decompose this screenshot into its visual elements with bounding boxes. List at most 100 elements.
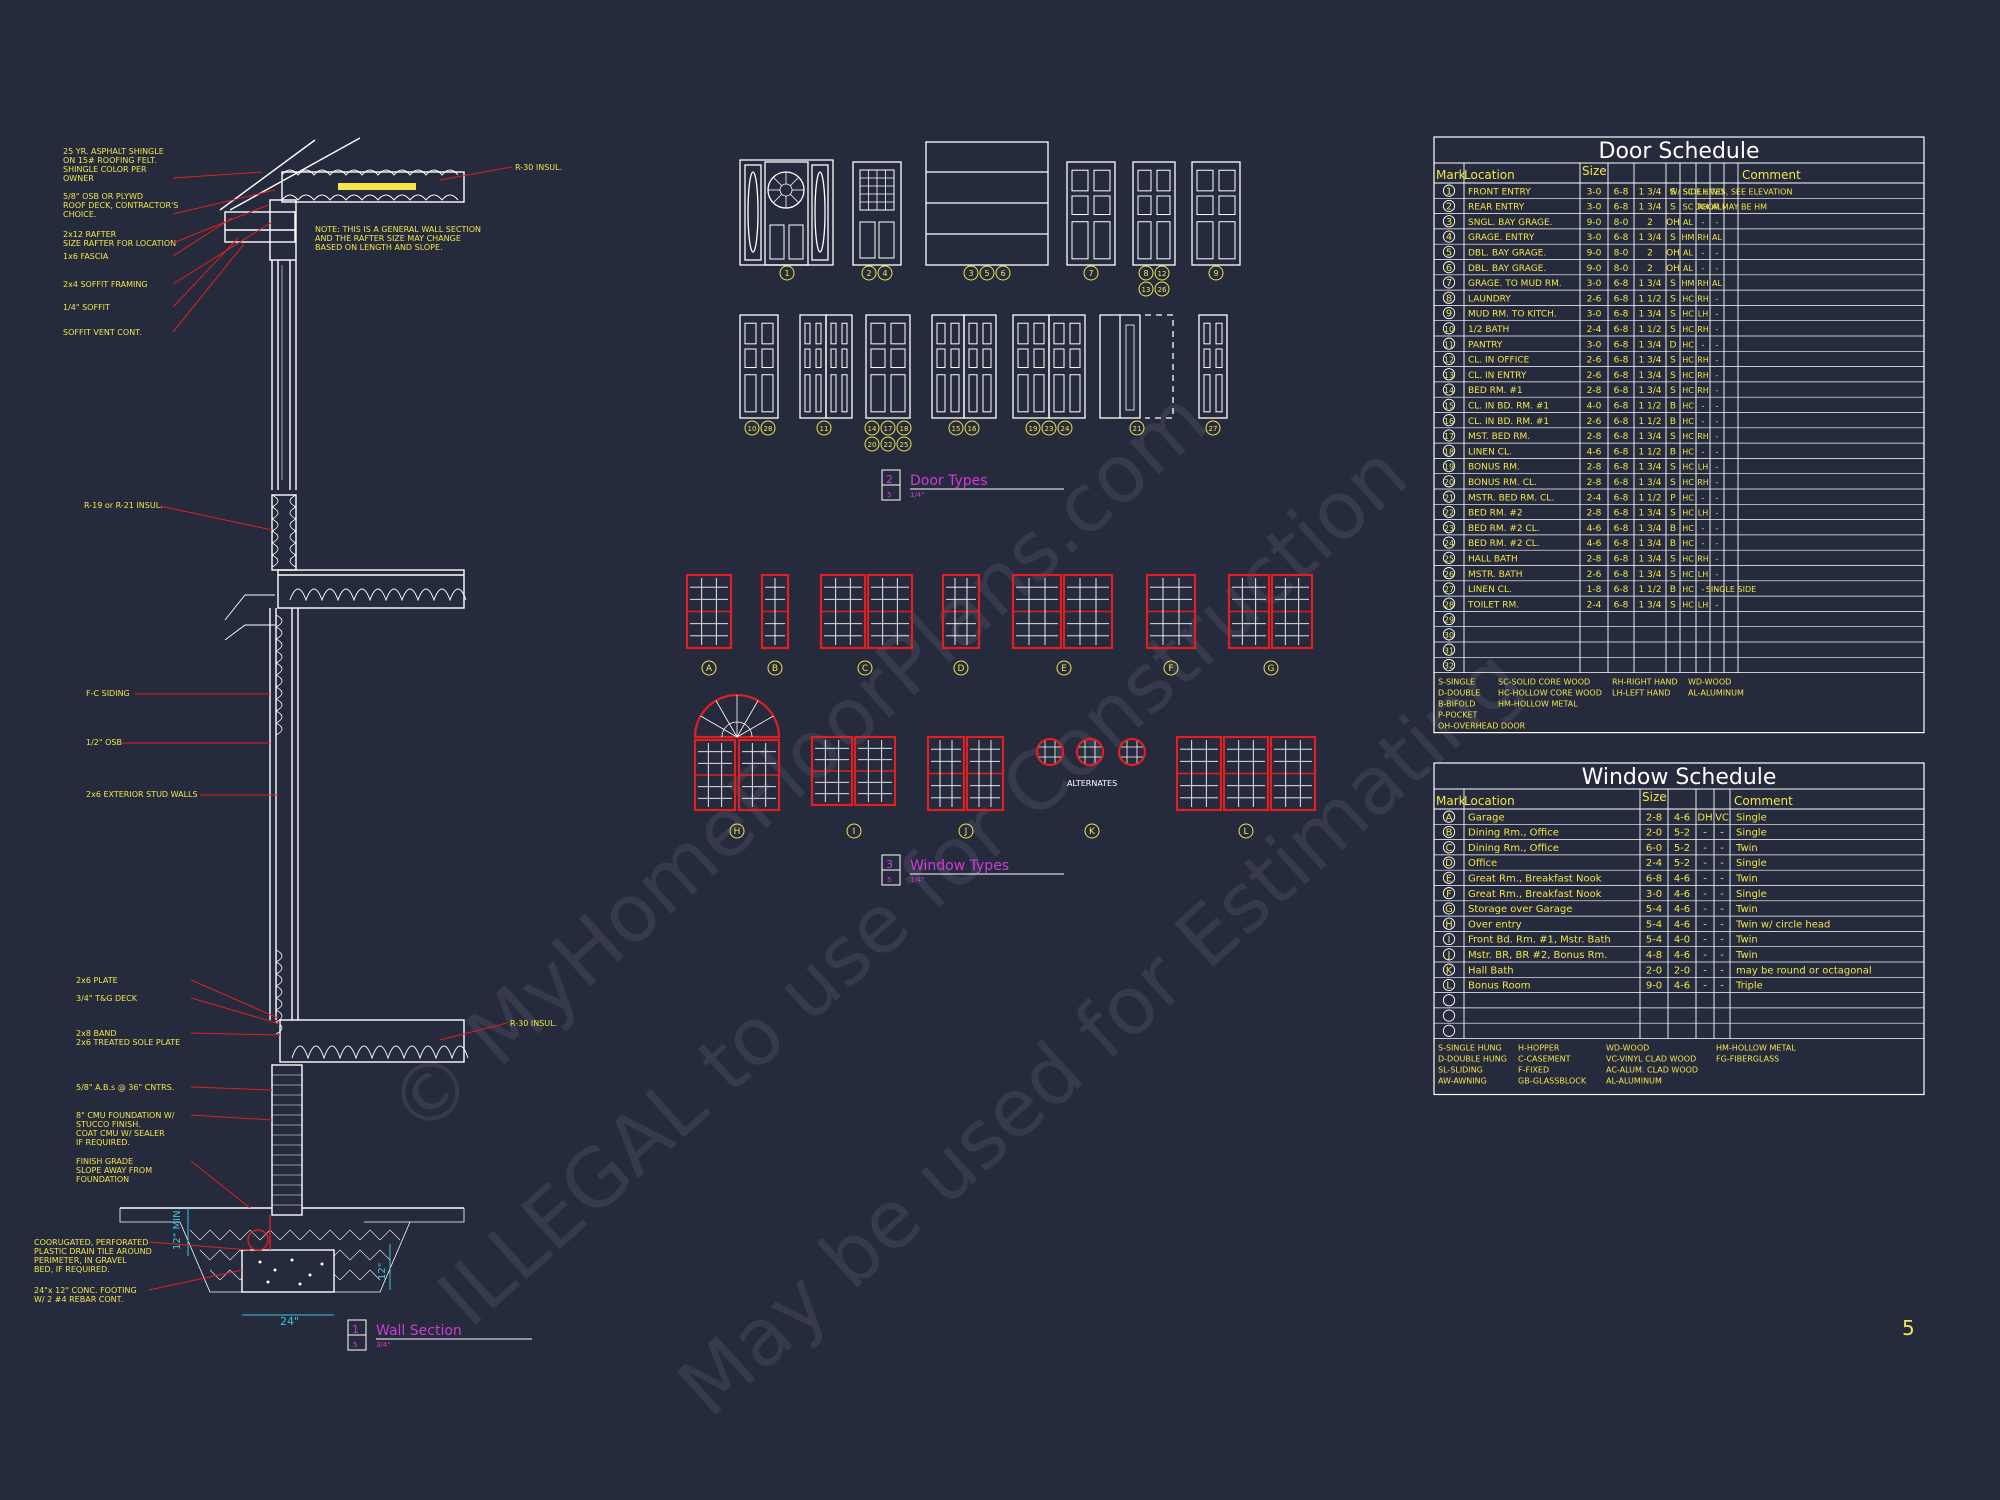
cell: S — [1670, 203, 1676, 213]
cell: 6-8 — [1646, 874, 1662, 885]
cell: Single — [1736, 858, 1767, 869]
window-label-row1-2: C — [857, 660, 873, 676]
window-type-K — [1035, 737, 1147, 767]
cell-mark: 6 — [1446, 263, 1452, 274]
label-circle — [1154, 281, 1170, 297]
door-label-row1-3: 7 — [1083, 265, 1099, 281]
cell: may be round or octagonal — [1736, 965, 1872, 976]
mark-circle — [1442, 490, 1456, 503]
callout-top-4: 2x4 SOFFIT FRAMING — [63, 280, 148, 289]
mark-circle — [1442, 184, 1456, 197]
cell: 6-8 — [1614, 493, 1629, 503]
cell: - — [1703, 935, 1707, 946]
wall-section-scale: 3/4" — [376, 1341, 391, 1349]
mark-circle — [1442, 276, 1456, 289]
schedule-title: Door Schedule — [1599, 139, 1760, 164]
door-types-scale: 1/4" — [910, 491, 925, 499]
door-mark: 27 — [1209, 425, 1218, 433]
cell-mark: 10 — [1444, 325, 1454, 334]
cell-mark: 26 — [1444, 570, 1454, 579]
window-types-sheet: 5 — [887, 876, 891, 884]
window-mark: E — [1061, 664, 1067, 674]
label-circle — [896, 420, 912, 436]
window-mark: B — [772, 664, 778, 674]
cell: CL. IN BD. RM. #1 — [1468, 402, 1549, 412]
mark-circle — [1442, 383, 1456, 396]
leader-line — [172, 237, 239, 308]
cell: - — [1716, 524, 1719, 533]
cell: - — [1716, 478, 1719, 487]
watermark: © MyHomeFloorPlans.com ILLEGAL to use fo… — [370, 372, 1538, 1434]
cell: 1 1/2 — [1638, 417, 1661, 427]
cell: S — [1670, 325, 1676, 335]
callout-top-5: 1/4" SOFFIT — [63, 303, 110, 312]
cell: MST. BED RM. — [1468, 432, 1530, 442]
callout-top-6: SOFFIT VENT CONT. — [63, 328, 142, 337]
cell-mark: 3 — [1446, 217, 1452, 228]
cell: LH — [1698, 310, 1708, 319]
cell: MSTR. BATH — [1468, 570, 1523, 580]
door-mark: 28 — [764, 425, 773, 433]
cell: - — [1703, 828, 1707, 839]
cell: 8-0 — [1614, 249, 1629, 259]
cell: 2-4 — [1587, 325, 1602, 335]
cell: 9-0 — [1587, 218, 1602, 228]
door-mark: 25 — [900, 441, 909, 449]
cell: 2 — [1647, 264, 1653, 274]
cell: RH — [1697, 294, 1709, 303]
cell: - — [1716, 402, 1719, 411]
cell: 4-6 — [1674, 889, 1690, 900]
label-circle — [857, 660, 873, 676]
cell: 5-4 — [1646, 935, 1662, 946]
cell: B — [1670, 585, 1676, 595]
wall-section-title-block: 1 5 Wall Section 3/4" — [347, 1319, 532, 1351]
cell: GRAGE. ENTRY — [1468, 233, 1535, 243]
legend-item: RH-RIGHT HAND — [1612, 678, 1678, 687]
label-circle — [1056, 660, 1072, 676]
callout-top-3: 1x6 FASCIA — [63, 252, 109, 261]
cell: - — [1716, 585, 1719, 594]
callout-osb: 1/2" OSB — [86, 738, 122, 747]
window-label-row2-2: J — [958, 823, 974, 839]
schedule-title: Window Schedule — [1582, 765, 1777, 790]
cell-mark: 16 — [1444, 417, 1454, 426]
callout-top-5-line: 1/4" SOFFIT — [63, 303, 110, 312]
window-type-J — [926, 735, 1005, 812]
cell: 1/2 BATH — [1468, 325, 1509, 335]
mark-circle — [1442, 582, 1456, 595]
door-types-title-block: 2 5 Door Types 1/4" — [881, 469, 1064, 501]
cell: 6-8 — [1614, 356, 1629, 366]
cell: S — [1670, 187, 1676, 197]
cell: GRAGE. TO MUD RM. — [1468, 279, 1562, 289]
table-row — [1434, 994, 1924, 1009]
cell: HM — [1682, 279, 1695, 288]
mark-circle — [1442, 810, 1456, 823]
callout-top-0-line: OWNER — [63, 174, 94, 183]
window-type-B-sash-0 — [760, 573, 790, 650]
callout-bottom-6-line: PLASTIC DRAIN TILE AROUND — [34, 1247, 152, 1256]
callout-siding: F-C SIDING — [86, 689, 130, 698]
callout-bottom-4-line: STUCCO FINISH. — [76, 1120, 141, 1129]
door-type-19-right — [1048, 314, 1086, 419]
cell: HC — [1682, 555, 1694, 564]
window-mark: K — [1089, 827, 1096, 837]
door-label-row1-0: 1 — [779, 265, 795, 281]
window-type-G — [1227, 573, 1314, 650]
mark-circle — [1442, 199, 1456, 213]
callout-top-0-line: SHINGLE COLOR PER — [63, 165, 147, 174]
legend-item: B-BIFOLD — [1438, 700, 1475, 709]
cell: 2 — [1647, 249, 1653, 259]
leader-line — [159, 505, 273, 531]
cell: - — [1702, 249, 1705, 258]
cell: 1 3/4 — [1638, 187, 1661, 197]
cell-mark: 30 — [1444, 631, 1454, 640]
mark-circle — [1442, 245, 1456, 258]
